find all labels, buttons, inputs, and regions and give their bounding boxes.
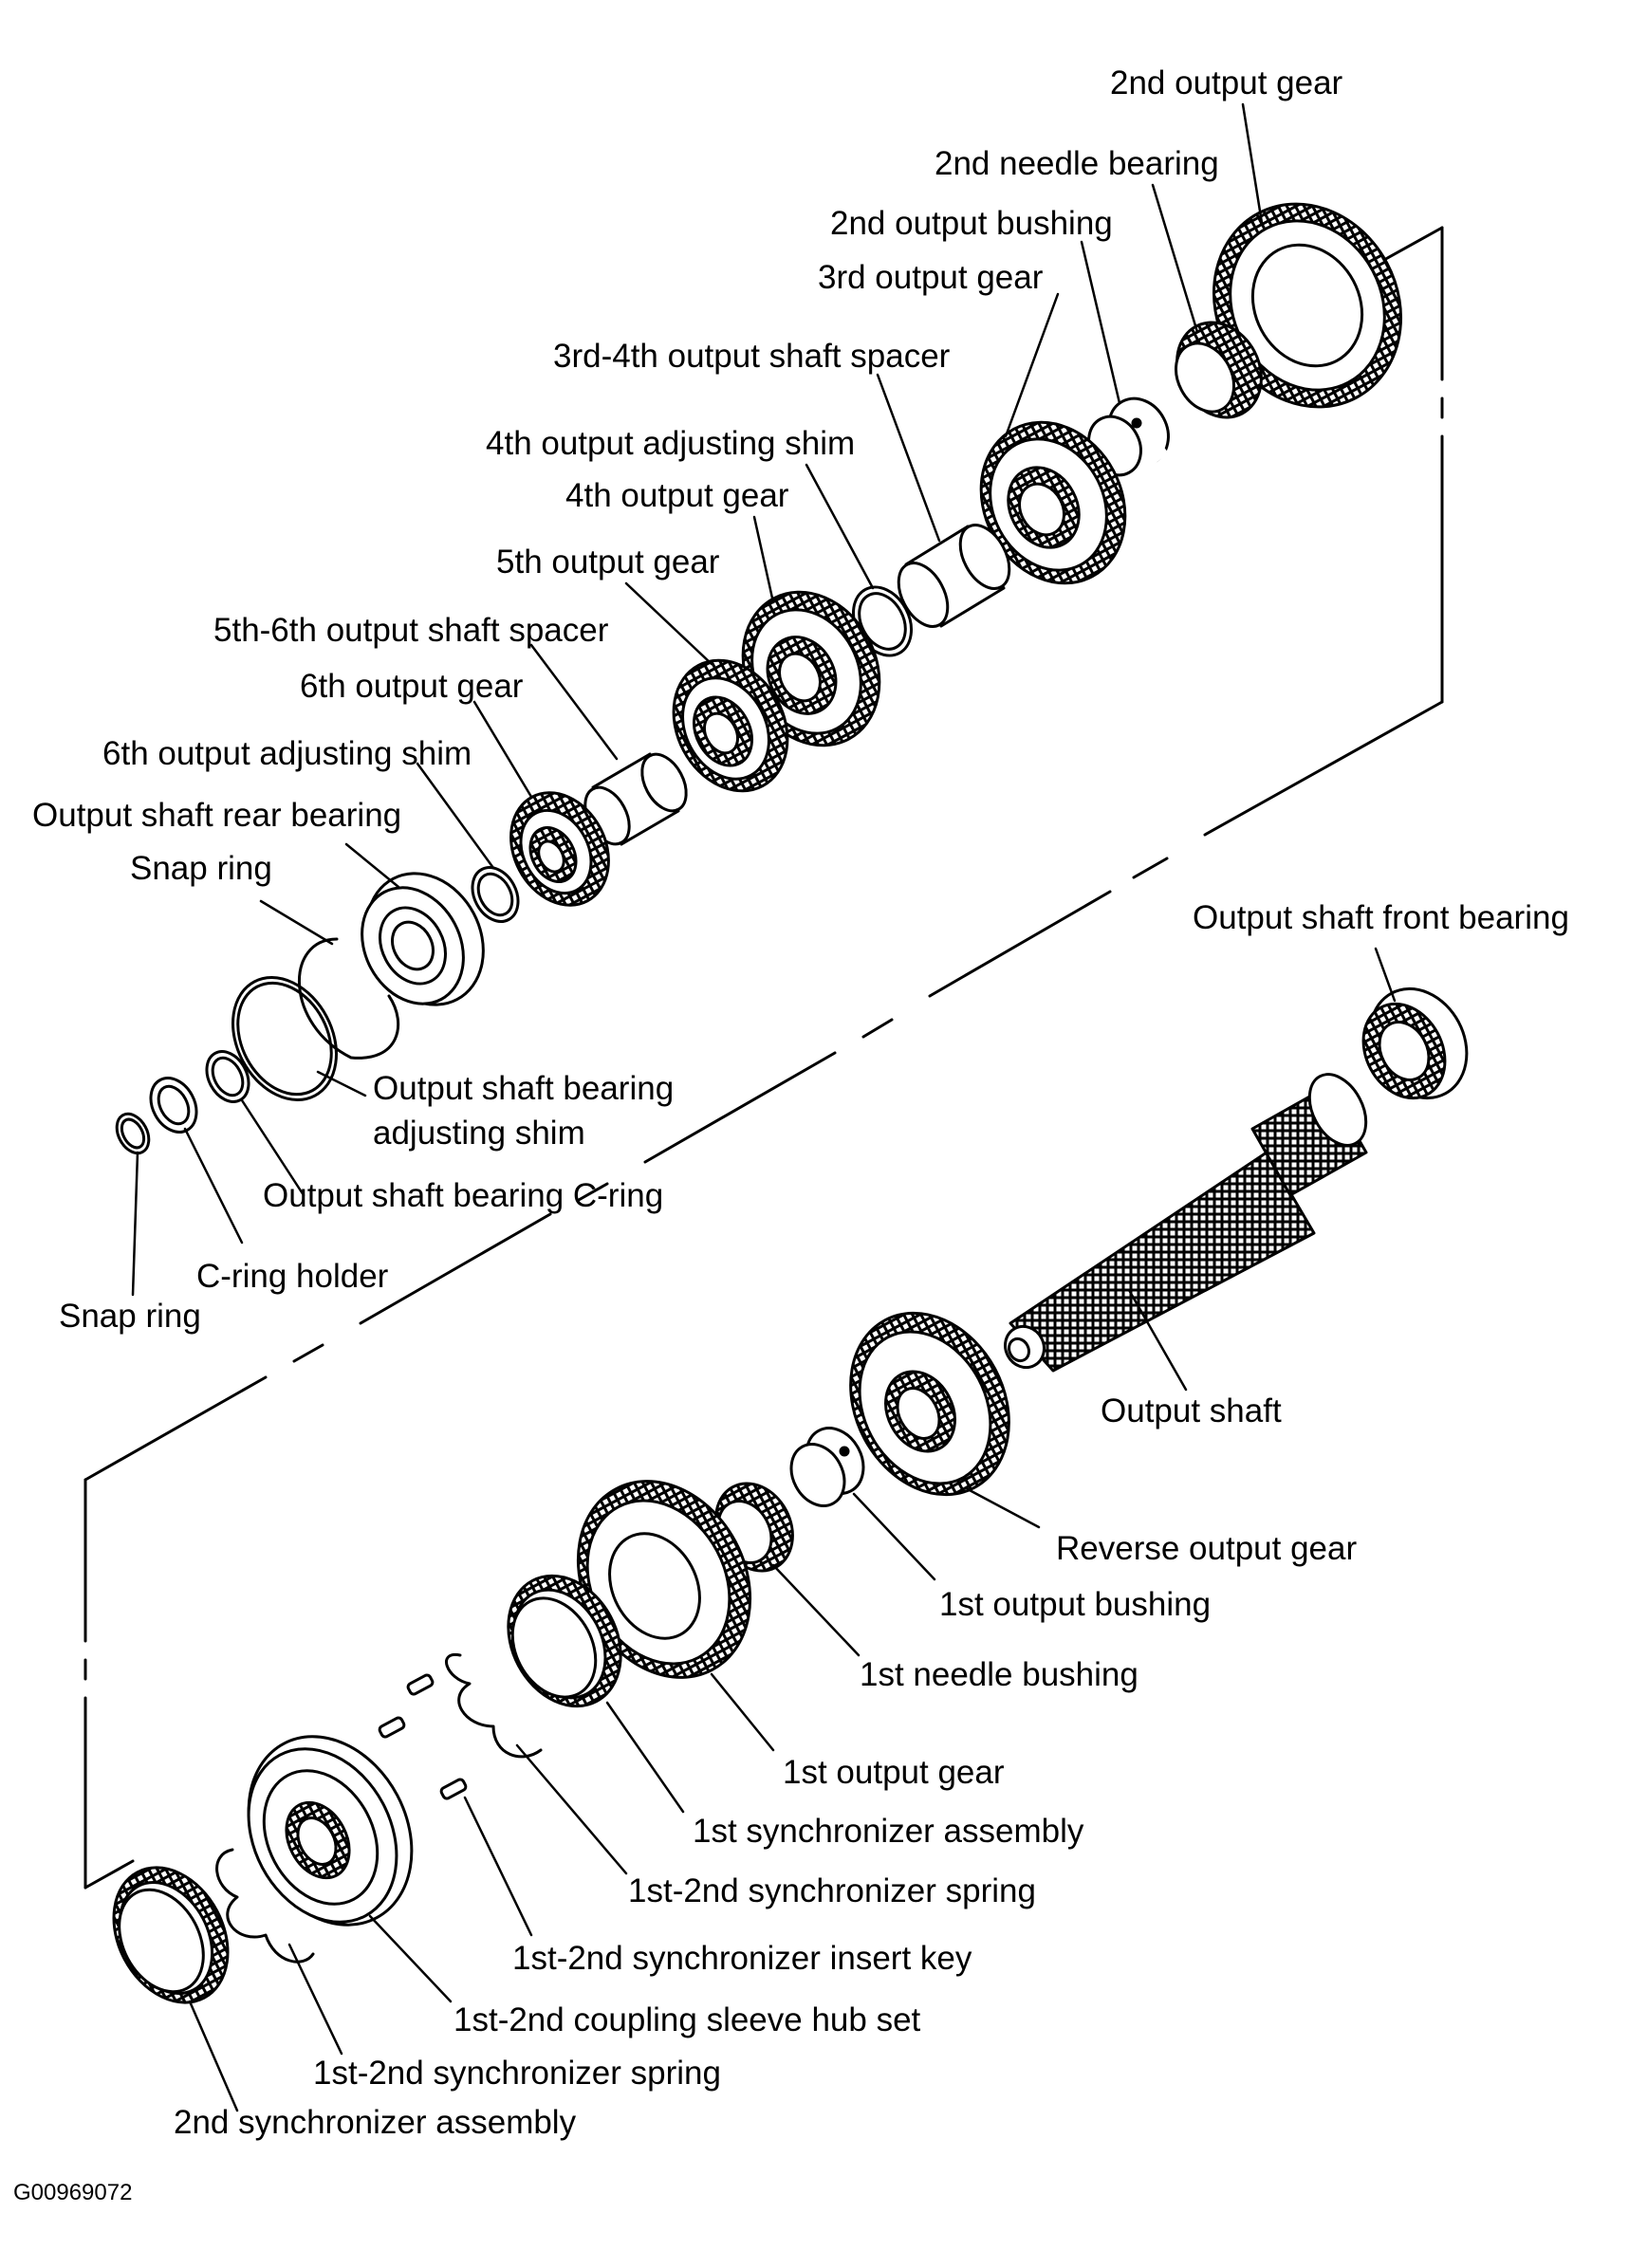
front-bearing-shape	[1361, 986, 1469, 1100]
third-output-gear-shape	[979, 420, 1127, 585]
output-shaft-shape	[1004, 1073, 1368, 1373]
label-second-output-gear: 2nd output gear	[1110, 65, 1343, 101]
sixth-adjusting-shim-shape	[471, 866, 520, 923]
label-rear-bearing: Output shaft rear bearing	[32, 797, 402, 834]
first-output-bushing-shape	[789, 1427, 873, 1508]
bearing-adjusting-shim-shape	[231, 976, 338, 1101]
insert-key-shapes	[378, 1673, 468, 1800]
fifth-output-gear-shape	[672, 658, 789, 793]
reverse-output-gear-shape	[849, 1311, 1010, 1497]
label-c-ring-holder: C-ring holder	[196, 1258, 389, 1295]
label-sixth-output-gear: 6th output gear	[300, 668, 524, 705]
label-fifth-output-gear: 5th output gear	[496, 544, 720, 581]
label-first-needle-bushing: 1st needle bushing	[860, 1656, 1138, 1693]
label-reverse-output-gear: Reverse output gear	[1056, 1530, 1358, 1567]
second-synchro-assembly-shape	[112, 1866, 230, 2004]
spacer-3-4-shape	[897, 524, 1011, 628]
rear-bearing-shape	[361, 872, 485, 1006]
label-snap-ring-upper: Snap ring	[130, 850, 272, 887]
label-fourth-output-gear: 4th output gear	[565, 477, 789, 514]
label-bearing-adjusting-shim-line1: Output shaft bearing	[373, 1070, 675, 1107]
bearing-c-ring-shape	[205, 1050, 250, 1103]
coupling-sleeve-hub-shape	[247, 1735, 414, 1927]
second-needle-bearing-shape	[1175, 321, 1263, 419]
leader-lines	[131, 102, 1397, 2112]
label-bearing-c-ring: Output shaft bearing C-ring	[263, 1177, 664, 1214]
c-ring-holder-shape	[149, 1077, 198, 1134]
second-output-gear-shape	[1212, 202, 1403, 409]
label-coupling-sleeve-hub: 1st-2nd coupling sleeve hub set	[454, 2001, 921, 2038]
label-spacer-5-6: 5th-6th output shaft spacer	[213, 612, 609, 649]
label-third-output-gear: 3rd output gear	[818, 259, 1044, 296]
synchro-spring-b-shape	[215, 1848, 315, 1964]
label-spacer-3-4: 3rd-4th output shaft spacer	[553, 338, 951, 375]
label-front-bearing: Output shaft front bearing	[1193, 899, 1569, 936]
synchro-spring-a-shape	[445, 1652, 543, 1759]
first-output-gear-shape	[576, 1480, 752, 1679]
assembly-axis-upper	[83, 226, 1444, 1890]
sixth-output-gear-shape	[509, 791, 610, 907]
label-output-shaft: Output shaft	[1101, 1392, 1282, 1429]
label-second-needle-bearing: 2nd needle bearing	[935, 145, 1219, 182]
label-first-output-gear: 1st output gear	[783, 1754, 1005, 1791]
label-first-output-bushing: 1st output bushing	[939, 1586, 1212, 1623]
label-bearing-adjusting-shim-line2: adjusting shim	[373, 1115, 585, 1152]
snap-ring-upper-shape	[297, 937, 400, 1060]
label-synchro-spring-a: 1st-2nd synchronizer spring	[628, 1872, 1036, 1909]
label-snap-ring-lower: Snap ring	[59, 1298, 201, 1335]
label-fourth-adjusting-shim: 4th output adjusting shim	[486, 425, 856, 462]
label-synchro-spring-b: 1st-2nd synchronizer spring	[313, 2055, 721, 2092]
first-synchro-assembly-shape	[507, 1574, 622, 1708]
snap-ring-lower-shape	[115, 1112, 151, 1155]
label-second-output-bushing: 2nd output bushing	[830, 205, 1113, 242]
label-sixth-adjusting-shim: 6th output adjusting shim	[102, 735, 472, 772]
figure-code: G00969072	[13, 2180, 133, 2205]
label-insert-key: 1st-2nd synchronizer insert key	[512, 1940, 972, 1977]
label-first-synchro-assembly: 1st synchronizer assembly	[693, 1813, 1084, 1850]
label-second-synchro-assembly: 2nd synchronizer assembly	[174, 2104, 577, 2141]
